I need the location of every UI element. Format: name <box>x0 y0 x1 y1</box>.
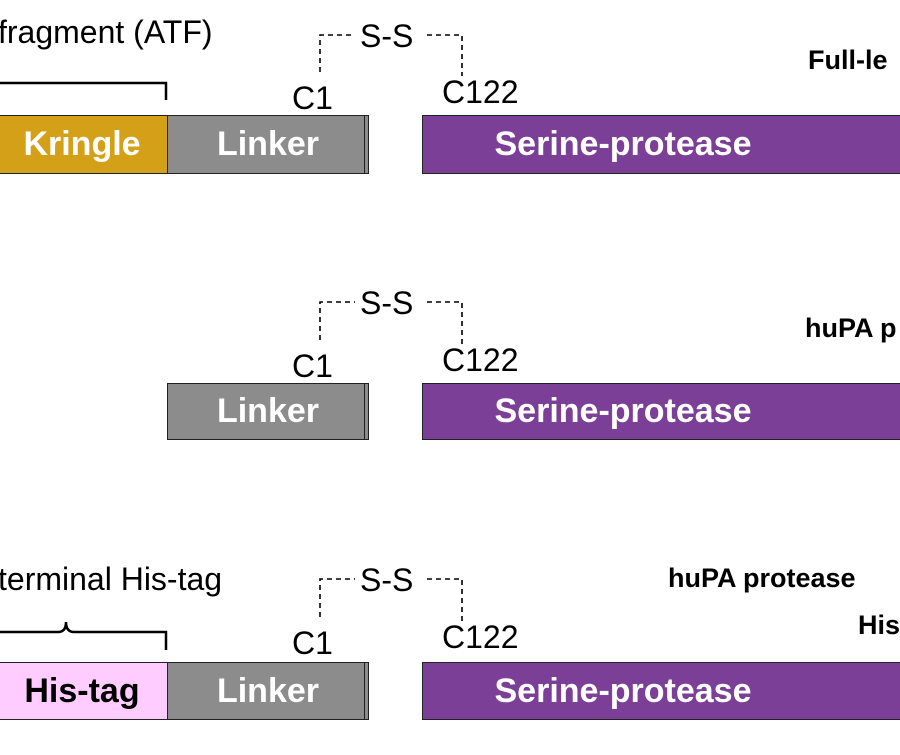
linker-domain-3: Linker <box>167 662 369 720</box>
c122-label-3: C122 <box>442 619 519 655</box>
linker-domain-2: Linker <box>167 383 369 440</box>
title-full-length: Full-le <box>808 45 888 75</box>
disulfide-bond-1 <box>319 34 463 76</box>
c1-label-2: C1 <box>292 348 333 384</box>
c1-label-3: C1 <box>292 625 333 661</box>
his-tag-label: terminal His-tag <box>0 561 223 597</box>
serine-protease-domain-1: Serine-protease <box>422 115 900 174</box>
title-hupa-protease: huPA p <box>805 313 897 343</box>
serine-protease-domain-3: Serine-protease <box>422 662 900 720</box>
atf-label: fragment (ATF) <box>0 14 213 50</box>
serine-protease-domain-2: Serine-protease <box>422 383 900 440</box>
linker-domain-1: Linker <box>167 115 369 174</box>
kringle-domain: Kringle <box>0 115 168 174</box>
disulfide-label-3: S-S <box>360 562 414 598</box>
c122-label-1: C122 <box>442 74 519 110</box>
title-hupa-protease-his-line2: His <box>858 610 900 640</box>
c122-label-2: C122 <box>442 342 519 378</box>
his-tag-domain: His-tag <box>0 662 168 720</box>
disulfide-label-2: S-S <box>360 285 414 321</box>
disulfide-label-1: S-S <box>360 18 414 54</box>
disulfide-bond-2 <box>319 301 463 344</box>
title-hupa-protease-his-line1: huPA protease <box>668 563 856 593</box>
atf-bracket <box>0 81 168 100</box>
c1-label-1: C1 <box>292 80 333 116</box>
his-tag-bracket <box>0 621 168 650</box>
disulfide-bond-3 <box>319 578 463 621</box>
